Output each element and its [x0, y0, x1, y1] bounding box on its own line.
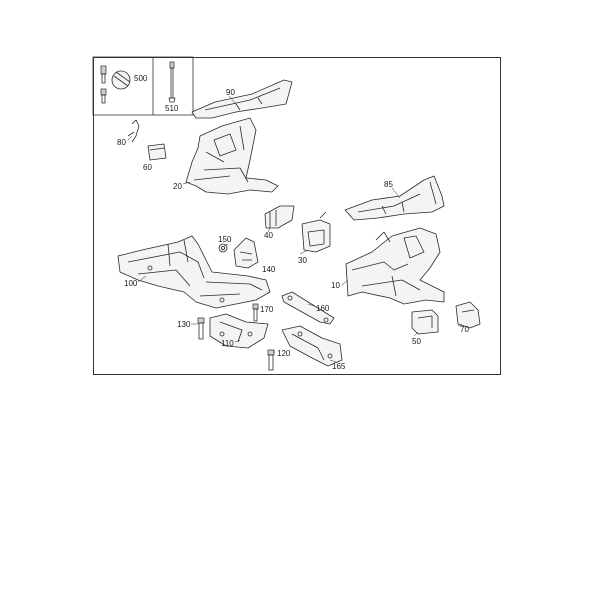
callout-80: 80 [117, 138, 126, 147]
leader-lines [127, 95, 463, 363]
callout-10: 10 [331, 281, 340, 290]
callout-110: 110 [221, 339, 234, 348]
part-170-bolt[interactable] [252, 303, 259, 322]
part-80-bracket[interactable] [127, 119, 140, 143]
part-40-bracket[interactable] [264, 205, 295, 229]
callout-130: 130 [177, 320, 191, 329]
inset-box [92, 56, 194, 116]
callout-labels: 500 510 90 80 60 20 85 40 150 140 30 10 … [117, 74, 469, 371]
part-110-mount-plate[interactable] [209, 313, 269, 349]
callout-120: 120 [277, 349, 291, 358]
part-140-bracket[interactable] [233, 237, 259, 269]
part-60-plate[interactable] [147, 143, 167, 161]
callout-500: 500 [134, 74, 148, 83]
callout-100: 100 [124, 279, 138, 288]
callout-85: 85 [384, 180, 393, 189]
callout-165: 165 [332, 362, 346, 371]
callout-160: 160 [316, 304, 330, 313]
callout-20: 20 [173, 182, 182, 191]
part-510-long-bolt[interactable] [168, 61, 176, 103]
part-85-upper-rail-right[interactable] [344, 175, 445, 221]
part-70-bracket[interactable] [455, 301, 481, 329]
diagram-frame [93, 57, 501, 375]
part-160-link-bar[interactable] [281, 291, 335, 325]
part-120-bolt[interactable] [267, 349, 275, 371]
callout-90: 90 [226, 88, 235, 97]
part-165-cross-brace[interactable] [281, 325, 343, 367]
callout-150: 150 [218, 235, 232, 244]
part-150-nut[interactable] [218, 243, 228, 253]
part-10-longitudinal-right[interactable] [345, 227, 445, 305]
callout-70: 70 [460, 325, 469, 334]
callout-510: 510 [165, 104, 179, 113]
callout-170: 170 [260, 305, 274, 314]
part-100-subframe[interactable] [117, 235, 271, 309]
callout-30: 30 [298, 256, 307, 265]
part-50-bracket[interactable] [411, 309, 439, 335]
callout-40: 40 [264, 231, 273, 240]
part-90-upper-rail[interactable] [191, 79, 293, 119]
callout-140: 140 [262, 265, 276, 274]
part-500-bolt-set[interactable] [100, 65, 131, 104]
part-20-wheel-housing-left[interactable] [185, 117, 279, 195]
part-30-bracket[interactable] [301, 211, 331, 253]
callout-60: 60 [143, 163, 152, 172]
part-130-bolt[interactable] [197, 317, 205, 340]
callout-50: 50 [412, 337, 421, 346]
